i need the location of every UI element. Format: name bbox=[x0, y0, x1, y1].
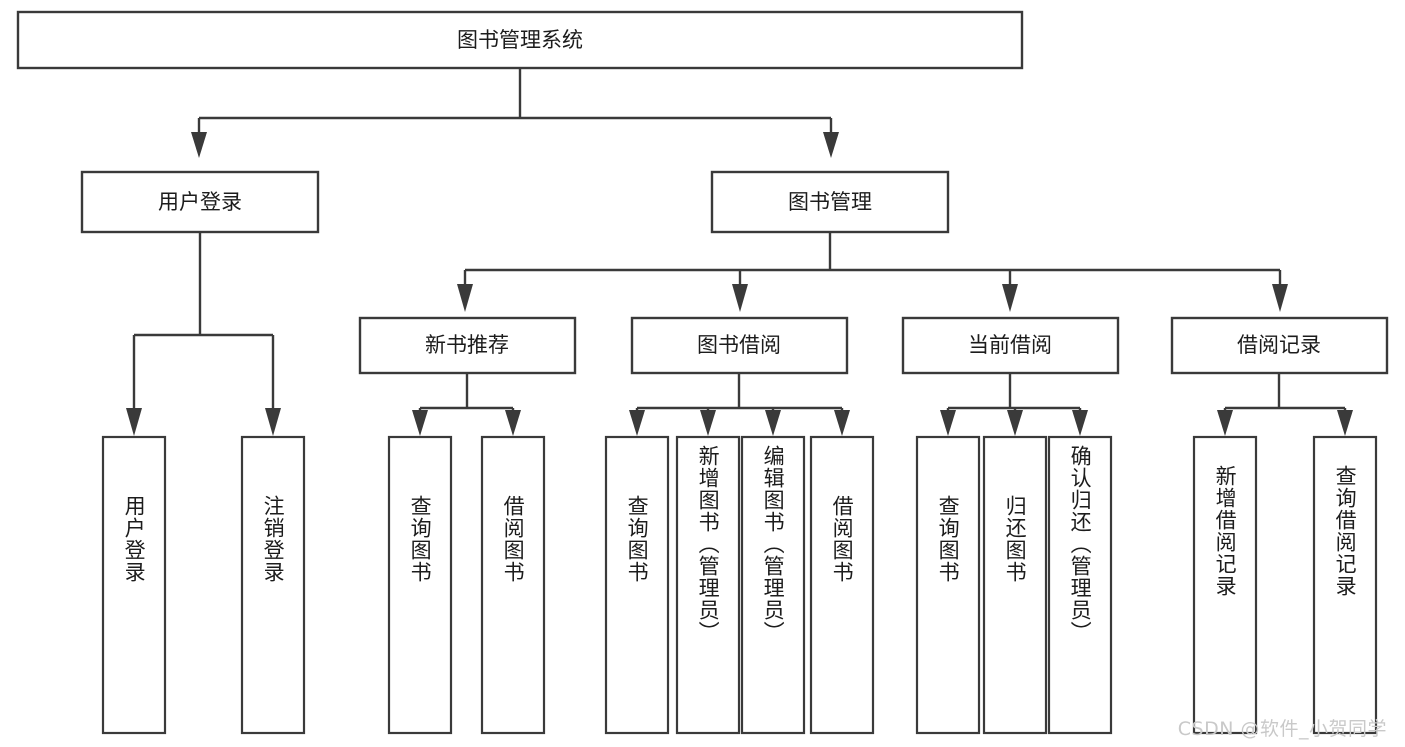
leaf-box-0[interactable] bbox=[101, 435, 167, 735]
arrow-head-icon bbox=[765, 410, 781, 436]
leaf-box-9[interactable] bbox=[982, 435, 1048, 735]
arrow-head-icon bbox=[1072, 410, 1088, 436]
root-box-label: 图书管理系统 bbox=[457, 28, 583, 52]
user-login-box-label: 用户登录 bbox=[158, 190, 242, 214]
current-borrow-box-label: 当前借阅 bbox=[968, 333, 1052, 357]
node-book-management[interactable]: 图书管理 bbox=[710, 170, 950, 234]
leaf-box-8[interactable] bbox=[915, 435, 981, 735]
book-management-box-label: 图书管理 bbox=[788, 190, 872, 214]
borrow-record-box-label: 借阅记录 bbox=[1237, 333, 1321, 357]
arrow-head-icon bbox=[265, 408, 281, 436]
arrow-head-icon bbox=[1272, 284, 1288, 312]
leaf-box-5[interactable] bbox=[675, 435, 741, 735]
node-book-borrow[interactable]: 图书借阅 bbox=[630, 316, 849, 375]
leaf-boxes bbox=[101, 435, 1378, 735]
arrow-head-icon bbox=[1217, 410, 1233, 436]
arrow-head-icon bbox=[1007, 410, 1023, 436]
new-book-recommend-box-shape bbox=[358, 316, 577, 375]
book-borrow-box-label: 图书借阅 bbox=[697, 333, 781, 357]
connector-user-login-to-leaves bbox=[126, 232, 281, 436]
arrow-head-icon bbox=[412, 410, 428, 436]
arrow-head-icon bbox=[629, 410, 645, 436]
arrow-head-icon bbox=[834, 410, 850, 436]
arrow-head-icon bbox=[732, 284, 748, 312]
leaf-box-4[interactable] bbox=[604, 435, 670, 735]
leaf-box-2[interactable] bbox=[387, 435, 453, 735]
node-root[interactable]: 图书管理系统 bbox=[16, 10, 1024, 70]
leaf-box-10[interactable] bbox=[1047, 435, 1113, 735]
leaf-box-7[interactable] bbox=[809, 435, 875, 735]
arrow-head-icon bbox=[457, 284, 473, 312]
node-current-borrow[interactable]: 当前借阅 bbox=[901, 316, 1120, 375]
arrow-head-icon bbox=[505, 410, 521, 436]
connector-current-borrow-to-leaves bbox=[940, 373, 1088, 436]
node-borrow-record[interactable]: 借阅记录 bbox=[1170, 316, 1389, 375]
arrow-head-icon bbox=[1002, 284, 1018, 312]
arrow-head-icon bbox=[940, 410, 956, 436]
connector-book-management-to-level2 bbox=[457, 232, 1288, 312]
connector-root-to-level1 bbox=[191, 68, 839, 158]
leaf-box-3[interactable] bbox=[480, 435, 546, 735]
arrow-head-icon bbox=[191, 132, 207, 158]
arrow-head-icon bbox=[1337, 410, 1353, 436]
node-new-book-recommend[interactable]: 新书推荐 bbox=[358, 316, 577, 375]
user-login-box-shape bbox=[80, 170, 320, 234]
leaf-box-1[interactable] bbox=[240, 435, 306, 735]
node-user-login[interactable]: 用户登录 bbox=[80, 170, 320, 234]
new-book-recommend-box-label: 新书推荐 bbox=[425, 333, 509, 357]
arrow-head-icon bbox=[126, 408, 142, 436]
arrow-head-icon bbox=[700, 410, 716, 436]
arrow-head-icon bbox=[823, 132, 839, 158]
leaf-box-11[interactable] bbox=[1192, 435, 1258, 735]
leaf-box-12[interactable] bbox=[1312, 435, 1378, 735]
connector-book-borrow-to-leaves bbox=[629, 373, 850, 436]
connector-new-book-recommend-to-leaves bbox=[412, 373, 521, 436]
connector-borrow-record-to-leaves bbox=[1217, 373, 1353, 436]
leaf-box-6[interactable] bbox=[740, 435, 806, 735]
root-box-shape bbox=[16, 10, 1024, 70]
current-borrow-box-shape bbox=[901, 316, 1120, 375]
